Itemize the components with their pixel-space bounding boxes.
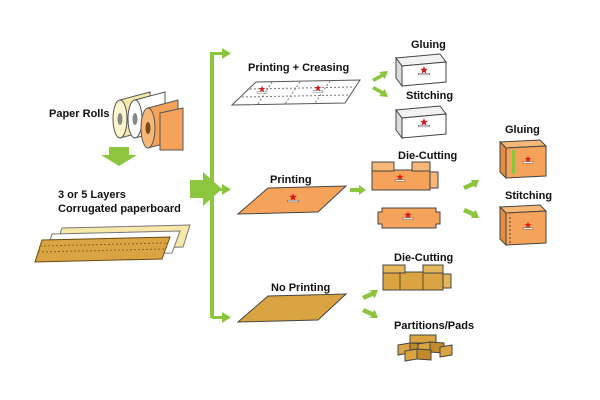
label-stitching-top: Stitching bbox=[406, 90, 454, 102]
label-no-printing: No Printing bbox=[271, 282, 331, 294]
orange-box-icon bbox=[498, 139, 548, 180]
small-arrow-icon bbox=[463, 180, 479, 190]
label-die-cutting-bottom: Die-Cutting bbox=[394, 252, 454, 264]
corrugated-board-icon bbox=[34, 224, 191, 263]
small-arrow-icon bbox=[350, 185, 366, 195]
label-printing: Printing bbox=[270, 174, 312, 186]
orange-box-icon bbox=[498, 204, 548, 247]
white-box-icon bbox=[395, 105, 447, 140]
label-printing-creasing: Printing + Creasing bbox=[248, 62, 350, 74]
branch-connectors bbox=[210, 48, 231, 323]
label-gluing-top: Gluing bbox=[411, 39, 446, 51]
right-arrow-icon bbox=[190, 172, 222, 206]
down-arrow-icon bbox=[101, 147, 137, 166]
kraft-box-icon bbox=[382, 264, 452, 291]
label-gluing-right: Gluing bbox=[505, 124, 540, 136]
white-box-icon bbox=[395, 53, 447, 88]
small-arrow-icon bbox=[372, 86, 388, 97]
label-layers-line1: 3 or 5 Layers bbox=[58, 189, 126, 201]
flat-printed-sheet-icon bbox=[236, 185, 348, 215]
orange-box-icon bbox=[371, 161, 439, 191]
small-arrow-icon bbox=[362, 290, 378, 300]
partition-pads-icon bbox=[397, 334, 453, 362]
small-arrow-icon bbox=[372, 71, 388, 82]
label-layers-line2: Corrugated paperboard bbox=[58, 203, 181, 215]
label-paper-rolls: Paper Rolls bbox=[49, 108, 110, 120]
flat-printed-sheet-icon bbox=[236, 293, 348, 323]
blank-die-cut-icon bbox=[377, 207, 441, 229]
small-arrow-icon bbox=[362, 308, 378, 318]
small-arrow-icon bbox=[463, 208, 479, 218]
flat-printed-sheet-icon bbox=[230, 79, 361, 106]
label-partitions-pads: Partitions/Pads bbox=[394, 320, 475, 332]
label-die-cutting-middle: Die-Cutting bbox=[398, 150, 458, 162]
label-stitching-right: Stitching bbox=[505, 190, 553, 202]
paper-rolls-icon bbox=[112, 91, 184, 151]
